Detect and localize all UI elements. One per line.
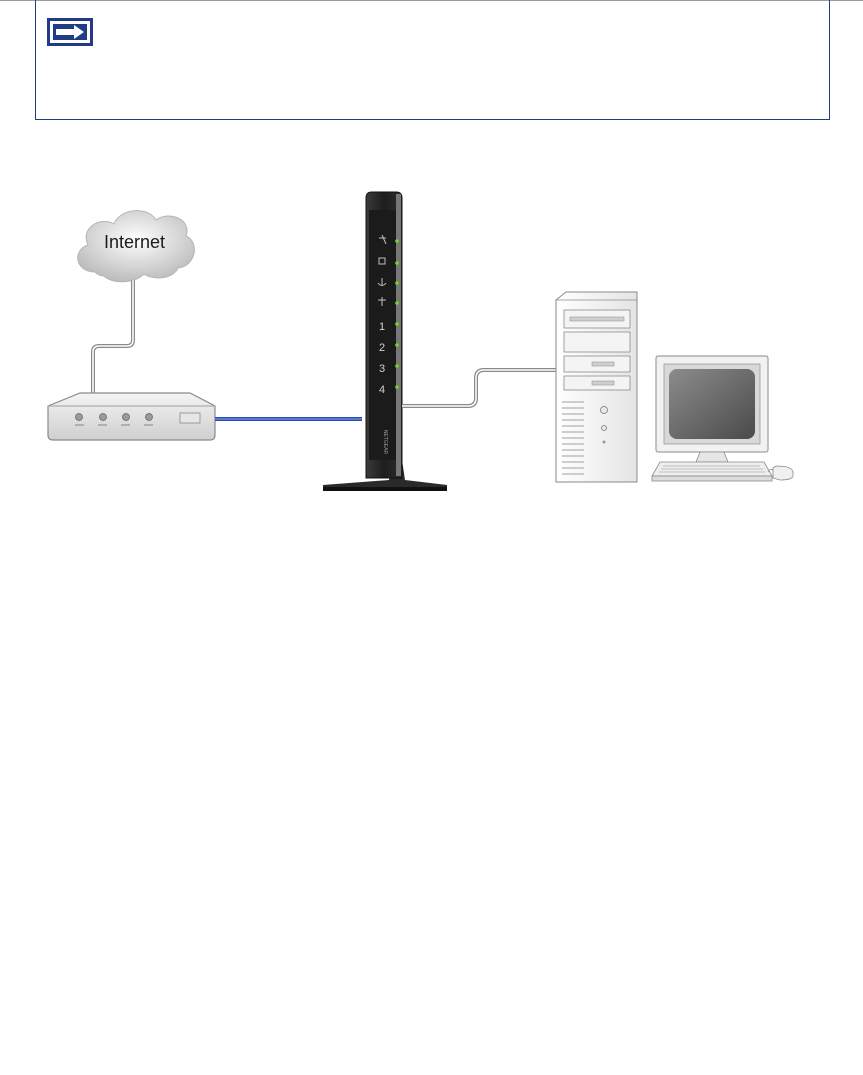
cloud-modem-cable: [93, 280, 133, 400]
modem-icon: [48, 393, 215, 440]
router-computer-cable: [402, 370, 556, 406]
diagram-canvas: 1 2 3 4 NETGEAR: [0, 180, 863, 510]
router-brand-label: NETGEAR: [382, 430, 388, 455]
router-port-2-label: 2: [379, 342, 385, 354]
computer-tower-icon: [556, 292, 637, 482]
monitor-icon: [656, 356, 768, 462]
note-box: [35, 0, 830, 120]
right-arrow-icon: [47, 18, 93, 46]
keyboard-icon: [652, 462, 772, 481]
internet-cloud-label: Internet: [104, 232, 165, 253]
router-port-1-label: 1: [379, 321, 385, 333]
router-port-3-label: 3: [379, 363, 385, 375]
router-port-4-label: 4: [379, 384, 385, 396]
network-diagram: 1 2 3 4 NETGEAR: [0, 180, 863, 510]
